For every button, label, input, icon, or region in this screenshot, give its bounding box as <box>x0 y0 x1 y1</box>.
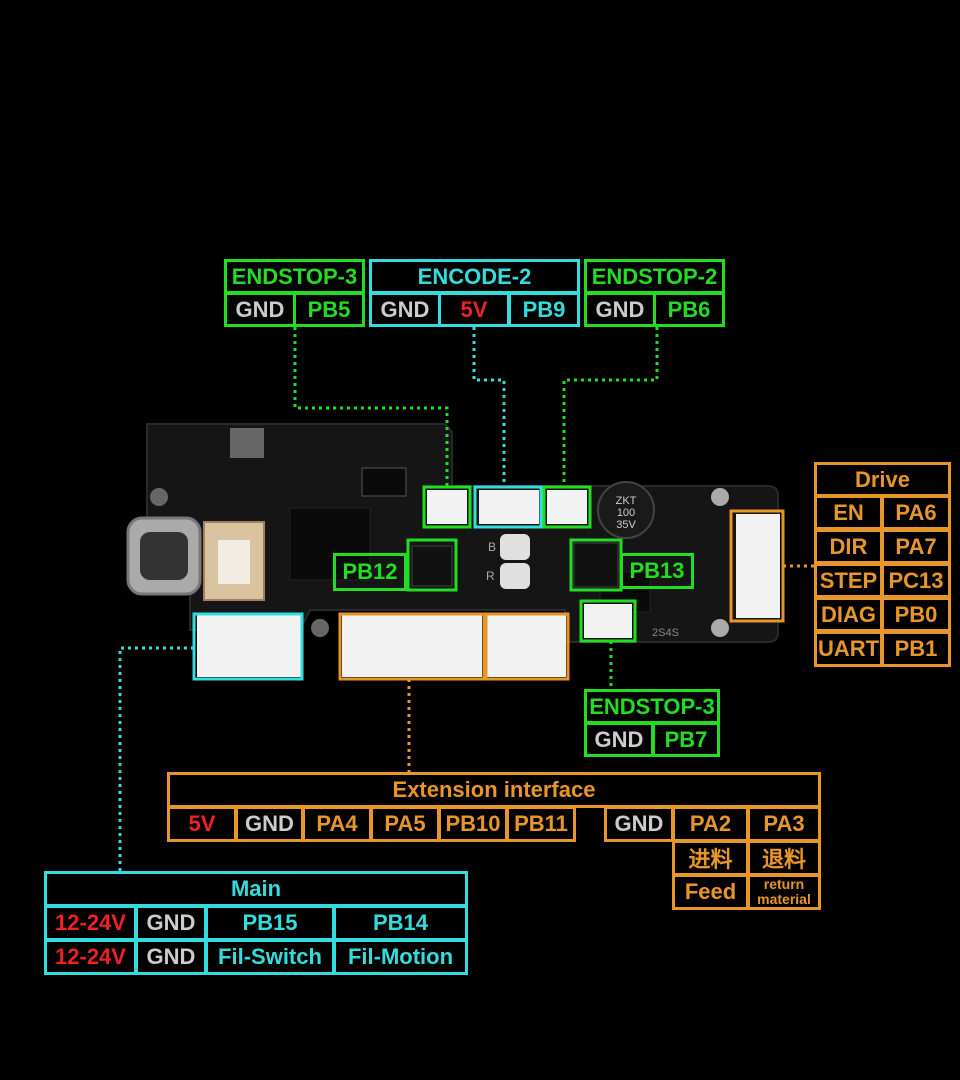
reset-button <box>500 563 530 589</box>
endstop3-highlight <box>422 485 472 529</box>
extension-pin-pa5: PA5 <box>370 806 440 842</box>
button-label-pb13: PB13 <box>620 553 694 589</box>
encode2-pin-5v: 5V <box>438 292 510 327</box>
endstop3-top-title: ENDSTOP-3 <box>224 259 365 294</box>
endstop2-highlight <box>542 485 592 529</box>
cap-text-2: 100 <box>617 507 635 519</box>
drive-pin: PC13 <box>881 563 951 598</box>
drive-pin: PA6 <box>881 495 951 530</box>
endstop2-connector <box>547 490 587 524</box>
pb12-highlight <box>406 538 458 592</box>
capacitor <box>597 481 655 539</box>
extension-pin-pa3: PA3 <box>747 806 821 842</box>
crystal-component <box>230 428 264 458</box>
endstop3-connector <box>427 490 467 524</box>
endstop2-pin-gnd: GND <box>584 292 656 327</box>
mount-hole <box>711 488 729 506</box>
main-title: Main <box>44 871 468 907</box>
endstop3-bottom-title: ENDSTOP-3 <box>584 689 720 724</box>
extension-pin-pa2: PA2 <box>672 806 749 842</box>
jumper-header <box>361 467 407 497</box>
extension-highlight-1 <box>338 612 486 681</box>
drive-signal: UART <box>814 631 883 667</box>
cap-text-1: ZKT <box>616 495 637 507</box>
tactile-button-pb12 <box>411 545 453 587</box>
extension-label-return-en: return material <box>747 874 821 910</box>
drive-signal: STEP <box>814 563 883 598</box>
usb-c-inner <box>140 532 188 580</box>
endstop2-title: ENDSTOP-2 <box>584 259 725 294</box>
cap-text-3: 35V <box>616 519 636 531</box>
silk-b: B <box>488 540 496 554</box>
silk-chip-label: 2S4S <box>652 627 679 639</box>
button-label-pb12: PB12 <box>333 553 407 591</box>
tactile-button-pb13 <box>573 542 619 588</box>
drive-pin: PA7 <box>881 529 951 564</box>
endstop3-bottom-pin-pb7: PB7 <box>652 722 720 757</box>
mount-hole <box>150 488 168 506</box>
main-r2-fil-switch: Fil-Switch <box>205 939 335 975</box>
extension-pin-pb11: PB11 <box>506 806 576 842</box>
main-r1-voltage: 12-24V <box>44 905 137 941</box>
main-r1-pb15: PB15 <box>205 905 335 941</box>
mount-hole <box>711 619 729 637</box>
extension-title: Extension interface <box>167 772 821 808</box>
encode2-pin-pb9: PB9 <box>508 292 580 327</box>
mcu-chip <box>289 507 371 581</box>
main-r1-gnd: GND <box>135 905 207 941</box>
endstop3-bottom-highlight <box>579 599 637 643</box>
silk-r: R <box>486 569 495 583</box>
extension-pin-gnd-2: GND <box>604 806 674 842</box>
endstop3-top-pin-gnd: GND <box>224 292 296 327</box>
drive-signal: EN <box>814 495 883 530</box>
leader-endstop3 <box>293 327 449 487</box>
extension-pin-pb10: PB10 <box>438 806 508 842</box>
extension-pin-pa4: PA4 <box>302 806 372 842</box>
drive-signal: DIR <box>814 529 883 564</box>
main-r2-gnd: GND <box>135 939 207 975</box>
endstop3-bottom-connector <box>584 604 632 638</box>
drive-connector <box>736 514 780 618</box>
drive-title: Drive <box>814 462 951 497</box>
extension-connector-1 <box>342 615 482 677</box>
extension-label-feed-en: Feed <box>672 874 749 910</box>
mount-hole <box>311 619 329 637</box>
endstop3-top-pin-pb5: PB5 <box>293 292 365 327</box>
leader-encode2 <box>472 327 506 487</box>
leader-endstop2 <box>562 327 659 487</box>
main-r1-pb14: PB14 <box>333 905 468 941</box>
drive-pin: PB1 <box>881 631 951 667</box>
extension-connector-2 <box>486 615 566 677</box>
endstop2-pin-pb6: PB6 <box>653 292 725 327</box>
encode2-title: ENCODE-2 <box>369 259 580 294</box>
extension-label-return-cn: 退料 <box>747 840 821 876</box>
drive-pin: PB0 <box>881 597 951 632</box>
endstop3-bottom-pin-gnd: GND <box>584 722 654 757</box>
encode2-highlight <box>473 485 543 529</box>
extension-pin-5v: 5V <box>167 806 237 842</box>
switch-knob <box>218 540 250 584</box>
encode2-pin-gnd: GND <box>369 292 441 327</box>
main-r2-fil-motion: Fil-Motion <box>333 939 468 975</box>
main-connector <box>197 615 301 677</box>
drive-signal: DIAG <box>814 597 883 632</box>
extension-pin-gnd: GND <box>235 806 304 842</box>
encode2-connector <box>479 490 539 524</box>
boot-button <box>500 534 530 560</box>
extension-label-feed-cn: 进料 <box>672 840 749 876</box>
extension-highlight-2 <box>484 612 570 681</box>
main-r2-voltage: 12-24V <box>44 939 137 975</box>
